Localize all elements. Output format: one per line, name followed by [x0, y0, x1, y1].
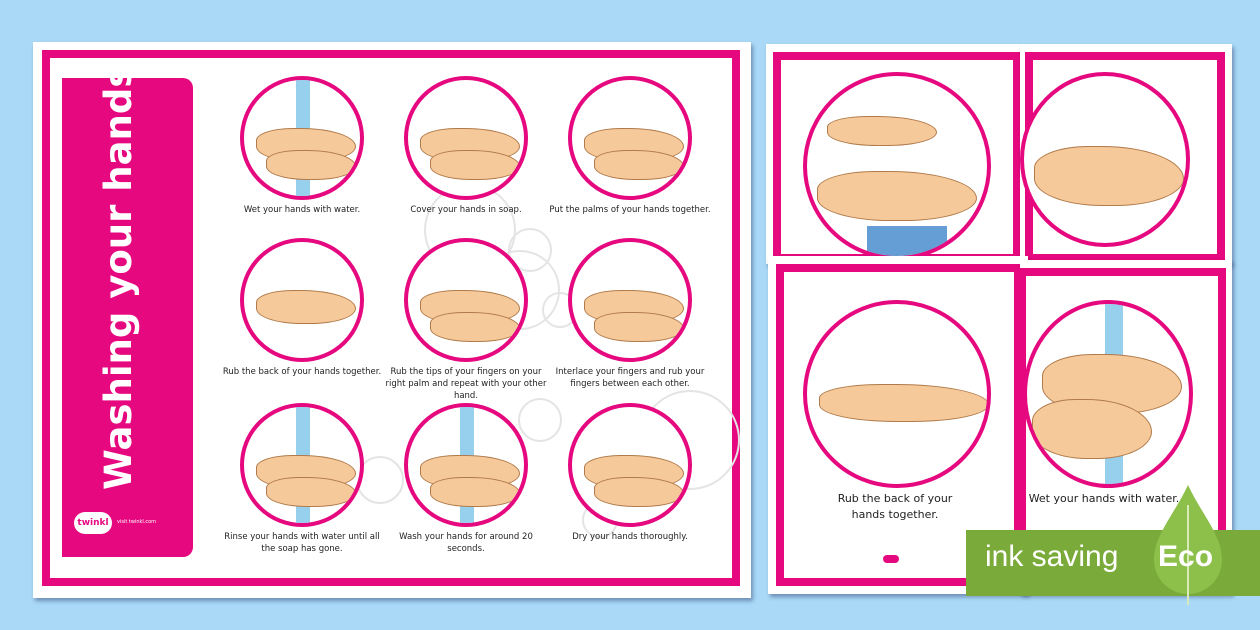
step-illustration-back: [240, 238, 364, 362]
soap-bubble: [518, 398, 562, 442]
step-illustration-fingertips: [404, 238, 528, 362]
hand-illustration: [819, 384, 987, 422]
card-illustration-wet-hands: [1023, 300, 1193, 488]
step-caption: Wash your hands for around 20 seconds.: [399, 532, 533, 554]
soap-bottle: [867, 226, 947, 256]
eco-badge-text: ink saving: [985, 540, 1119, 573]
step-illustration-palms: [568, 76, 692, 200]
hand-illustration: [1032, 399, 1152, 459]
eco-label: Eco: [1158, 540, 1214, 573]
step-illustration-dry: [568, 403, 692, 527]
card-illustration-palms: [1020, 72, 1190, 247]
step-caption: Rub the back of your hands together.: [222, 367, 382, 377]
step-caption: Wet your hands with water.: [243, 205, 361, 215]
step-caption: Rinse your hands with water until all th…: [224, 532, 380, 554]
hand-illustration: [594, 150, 684, 180]
hand-illustration: [594, 312, 684, 342]
step-illustration-soap: [404, 76, 528, 200]
hand-illustration: [430, 150, 520, 180]
card-illustration-back-of-hands: [803, 300, 991, 488]
step-caption: Cover your hands in soap.: [410, 205, 522, 215]
step-caption: Put the palms of your hands together.: [549, 205, 711, 215]
card-caption: Rub the back of your hands together.: [837, 492, 953, 521]
hand-illustration: [1034, 146, 1184, 206]
hand-illustration: [594, 477, 684, 507]
step-caption: Rub the tips of your fingers on your rig…: [385, 367, 547, 401]
hand-illustration: [817, 171, 977, 221]
twinkl-logo: twinkl: [74, 512, 112, 534]
hand-illustration: [256, 290, 356, 324]
leaf-icon: [1154, 485, 1222, 605]
poster-title-panel: [62, 78, 193, 557]
step-illustration-wash: [404, 403, 528, 527]
twinkl-logo-small: [883, 555, 899, 563]
step-caption: Interlace your fingers and rub your fing…: [555, 367, 705, 389]
card-caption: Wet your hands with water.: [1028, 492, 1180, 505]
card-illustration-soap: [803, 72, 991, 260]
hand-illustration: [827, 116, 937, 146]
hand-illustration: [430, 477, 520, 507]
hand-illustration: [266, 150, 356, 180]
hand-illustration: [430, 312, 520, 342]
logo-url: visit twinkl.com: [117, 519, 157, 525]
step-illustration-interlace: [568, 238, 692, 362]
hand-illustration: [266, 477, 356, 507]
step-caption: Dry your hands thoroughly.: [572, 532, 688, 542]
step-illustration-rinse: [240, 403, 364, 527]
step-illustration-wet: [240, 76, 364, 200]
poster-frame: [42, 50, 740, 586]
poster-title: Washing your hands: [97, 65, 140, 490]
